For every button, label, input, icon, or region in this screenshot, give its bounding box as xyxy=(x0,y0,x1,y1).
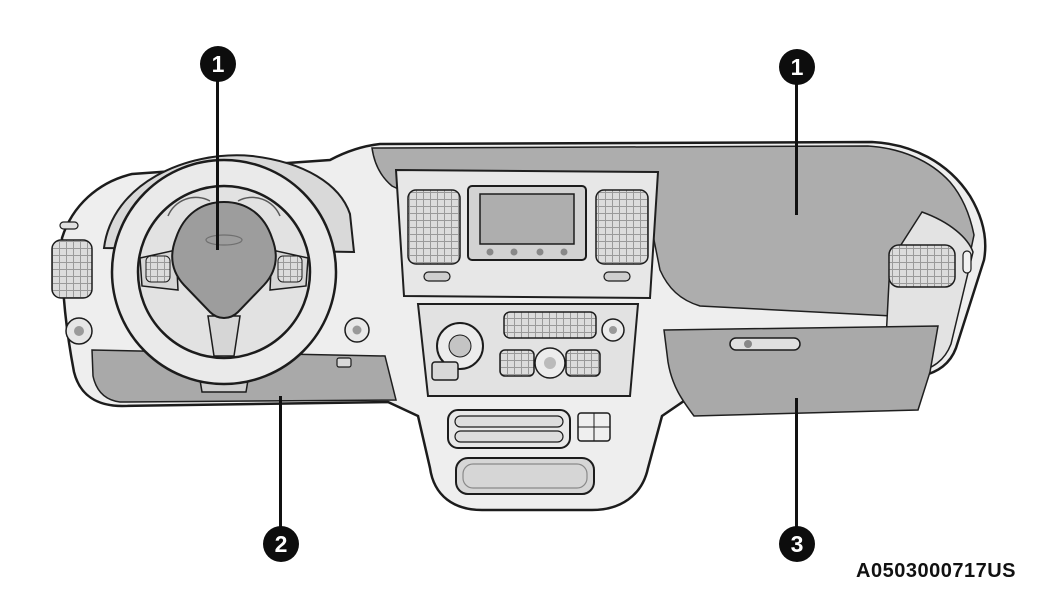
callout-leader-line xyxy=(279,396,282,528)
callout-badge-passenger-knee: 3 xyxy=(779,526,815,562)
callout-leader-line xyxy=(795,83,798,215)
callout-leader-line xyxy=(216,80,219,250)
callout-badge-passenger-airbag: 1 xyxy=(779,49,815,85)
callout-badge-driver-airbag: 1 xyxy=(200,46,236,82)
figure-code: A0503000717US xyxy=(856,560,1016,582)
callout-leader-line xyxy=(795,398,798,528)
callout-badge-driver-knee: 2 xyxy=(263,526,299,562)
